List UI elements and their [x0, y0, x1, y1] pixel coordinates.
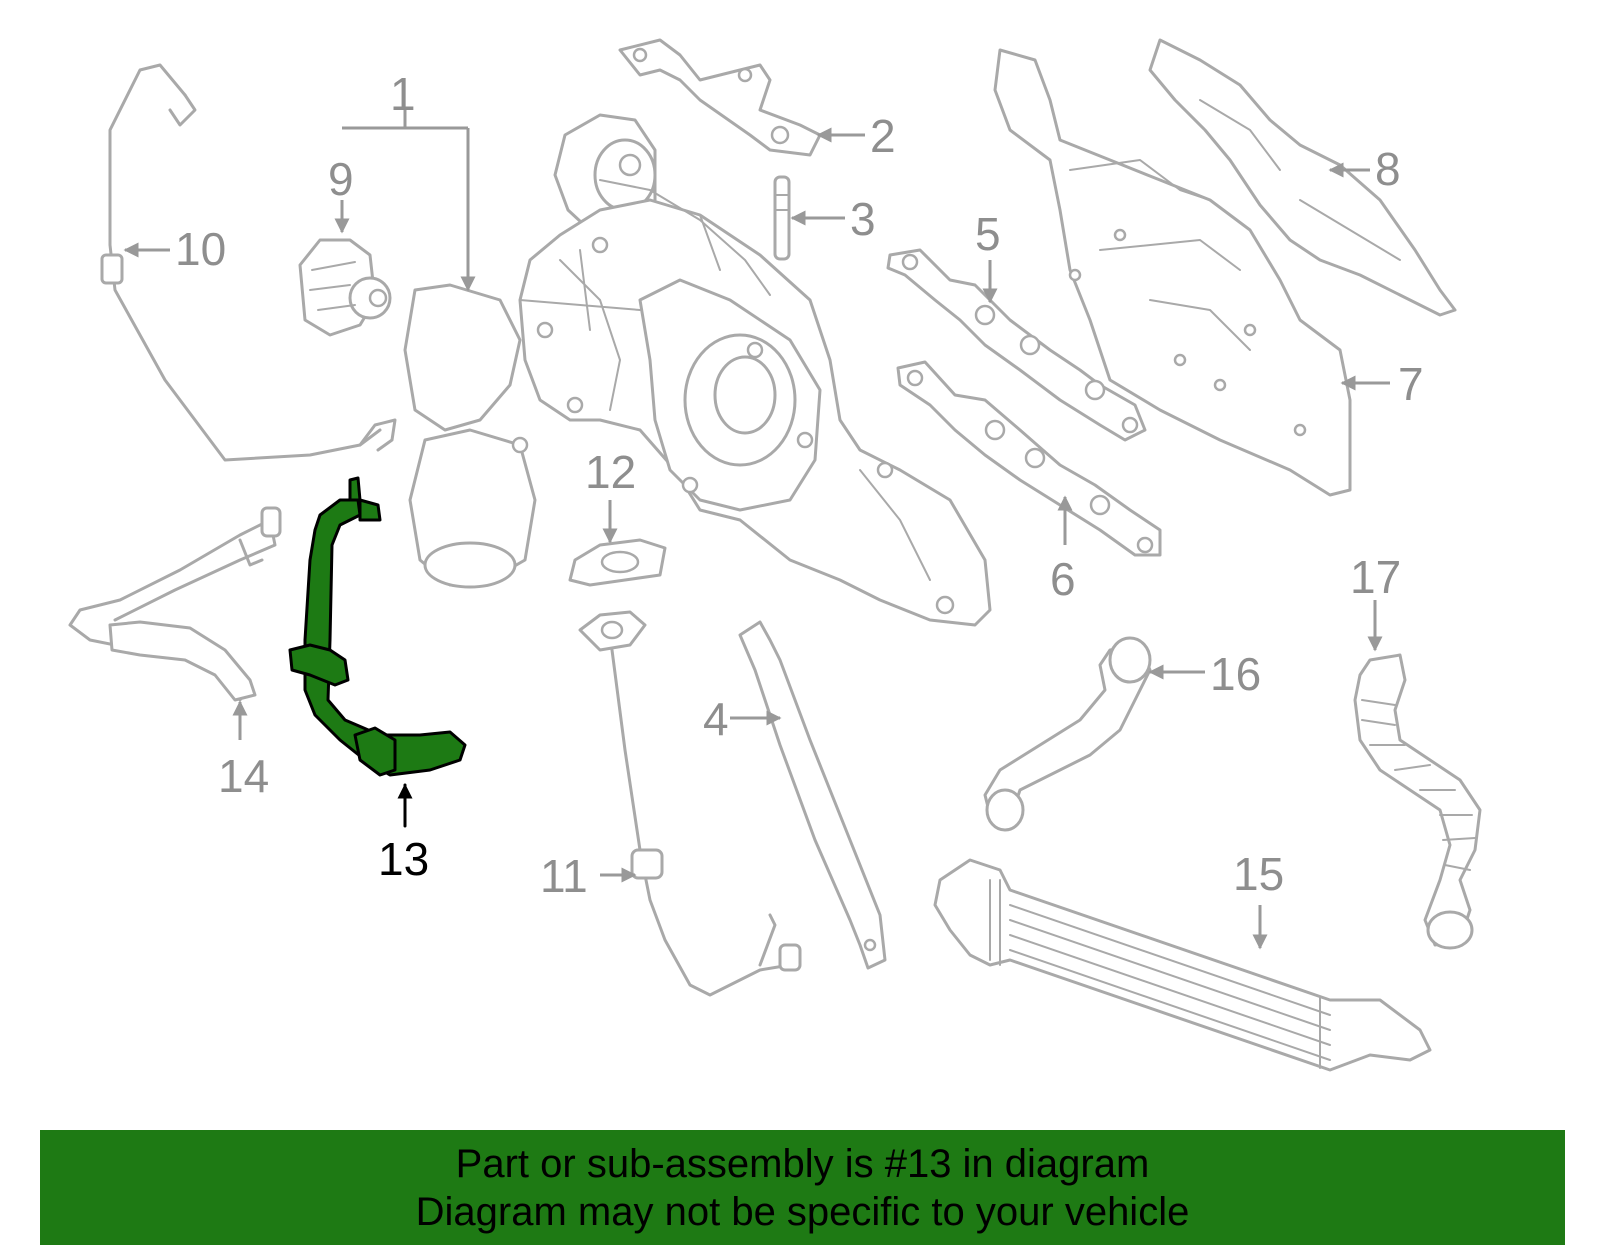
callout-11: 11 — [540, 850, 588, 902]
part-4-support[interactable] — [738, 620, 887, 970]
callout-13: 13 — [378, 833, 429, 885]
callout-2: 2 — [870, 110, 896, 162]
callout-17: 17 — [1350, 551, 1401, 603]
callout-16: 16 — [1210, 648, 1261, 700]
part-7-heat-shield[interactable] — [993, 48, 1352, 497]
callouts: 1 2 3 4 5 6 7 8 9 10 11 12 13 14 15 16 1… — [175, 68, 1424, 902]
part-16-hose[interactable] — [983, 636, 1152, 832]
callout-14: 14 — [218, 750, 269, 802]
part-5-gasket[interactable] — [886, 248, 1147, 442]
callout-6: 6 — [1050, 553, 1076, 605]
banner-line-1: Part or sub-assembly is #13 in diagram — [455, 1141, 1150, 1186]
leader-lines — [123, 110, 1390, 950]
part-17-hose[interactable] — [1353, 653, 1482, 950]
part-13-highlighted-hose[interactable] — [288, 476, 467, 777]
callout-7: 7 — [1398, 358, 1424, 410]
part-14-hose[interactable] — [68, 506, 282, 702]
callout-1: 1 — [390, 68, 416, 120]
part-1-turbocharger[interactable] — [403, 113, 992, 627]
part-8-heat-shield[interactable] — [1148, 38, 1457, 317]
callout-15: 15 — [1233, 848, 1284, 900]
callout-8: 8 — [1375, 143, 1401, 195]
callout-3: 3 — [850, 193, 876, 245]
callout-4: 4 — [703, 693, 729, 745]
part-15-intercooler[interactable] — [933, 858, 1432, 1072]
info-banner: Part or sub-assembly is #13 in diagram D… — [40, 1130, 1565, 1245]
part-9-actuator[interactable] — [298, 238, 392, 337]
part-2-bracket[interactable] — [618, 38, 822, 157]
callout-5: 5 — [975, 208, 1001, 260]
part-10-oil-line[interactable] — [100, 63, 397, 462]
part-6-gasket[interactable] — [896, 360, 1162, 557]
part-12-gasket[interactable] — [568, 538, 667, 587]
callout-12: 12 — [585, 446, 636, 498]
part-11-line[interactable] — [578, 610, 802, 997]
part-3-stud[interactable] — [773, 175, 791, 261]
callout-10: 10 — [175, 223, 226, 275]
callout-9: 9 — [328, 153, 354, 205]
banner-line-2: Diagram may not be specific to your vehi… — [415, 1189, 1190, 1234]
